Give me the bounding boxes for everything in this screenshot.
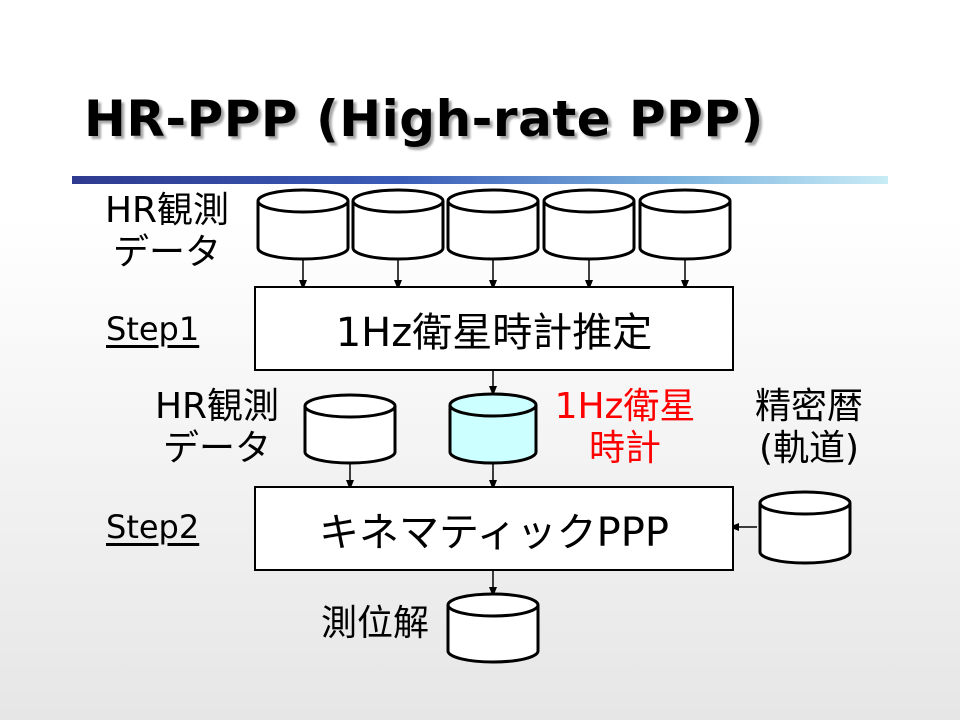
solution-label: 測位解 xyxy=(320,603,429,644)
solution-cylinder xyxy=(446,592,540,664)
satellite-clock-label: 1Hz衛星 時計 xyxy=(554,386,696,469)
hr-obs-data-label-top: HR観測 データ xyxy=(104,190,230,273)
slide-title: HR-PPP (High-rate PPP) xyxy=(84,90,764,148)
step1-label: Step1 xyxy=(106,310,200,348)
hr-obs-data-label-mid: HR観測 データ xyxy=(154,386,280,469)
hr-data-cylinder-mid xyxy=(303,393,397,465)
hr-data-cylinder-3 xyxy=(446,188,540,261)
title-underline-bar xyxy=(72,176,888,184)
hr-data-cylinder-2 xyxy=(351,188,445,261)
step2-process-box: キネマティックPPP xyxy=(254,486,734,571)
step2-process-text: キネマティックPPP xyxy=(319,509,669,556)
precise-ephemeris-cylinder xyxy=(758,490,852,565)
satellite-clock-cylinder xyxy=(448,392,538,465)
step2-label: Step2 xyxy=(106,508,200,546)
hr-data-cylinder-5 xyxy=(638,188,732,261)
step1-process-text: 1Hz衛星時計推定 xyxy=(335,309,653,356)
hr-data-cylinder-1 xyxy=(256,188,350,261)
step1-process-box: 1Hz衛星時計推定 xyxy=(254,286,734,371)
hr-data-cylinder-4 xyxy=(542,188,636,261)
precise-ephemeris-label: 精密暦 (軌道) xyxy=(754,386,863,469)
